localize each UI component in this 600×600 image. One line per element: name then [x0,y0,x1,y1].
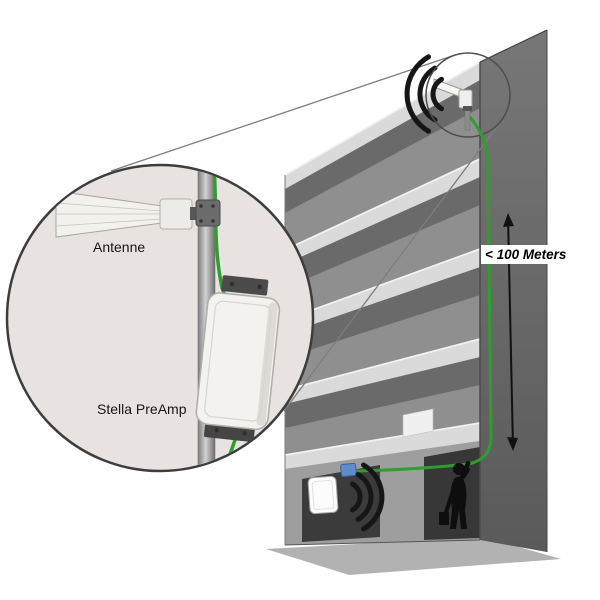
antenna-junction-box [159,198,193,230]
zoom-source-circle [425,52,511,138]
floor-slab [285,339,480,404]
bolt [242,430,247,436]
window-unit [402,408,434,438]
arrowhead-up [503,213,514,227]
callout-tangent-line-upper [110,54,456,172]
callout-tangent-line-lower [283,119,503,412]
floor-slab [285,423,480,469]
person-head [453,463,465,475]
arrowhead-down [507,437,518,451]
directional-antenna [55,190,221,238]
signal-arc [404,54,431,134]
ground-slab [266,537,561,575]
distance-label: < 100 Meters [485,247,567,262]
indoor-signal-waves-icon [350,462,385,532]
indoor-repeater [307,475,339,515]
distance-indicator: < 100 Meters [481,213,575,451]
bolt [211,204,215,208]
roof-signal-waves-icon [404,54,444,134]
preamp-label: Stella PreAmp [97,401,187,417]
bag [439,512,449,525]
person-arm-down [444,490,454,513]
signal-arc [350,481,363,513]
horn-ridge [55,218,163,227]
signal-arc [417,65,438,123]
indoor-repeater-face [311,480,335,510]
person-silhouette [439,460,471,529]
signal-arc [430,76,444,112]
distance-label-bg [481,245,575,264]
slab-highlights [284,61,481,456]
roof-bracket [463,106,472,111]
exterior-cable [355,116,493,473]
roof-antenna [433,78,473,131]
signal-arc [355,472,374,522]
person-body [450,476,467,529]
bolt [229,281,235,287]
signal-arc [361,462,385,532]
bolt [211,219,215,223]
antenna-label: Antenne [93,239,145,255]
front-bottom-edge [284,539,481,546]
preamp-unit [195,275,281,442]
bolt [199,219,203,223]
zoom-callout: Antenne Stella PreAmp [5,163,315,473]
roof-antenna-box [458,89,473,109]
building-side-wall [480,30,547,552]
preamp-face [204,300,272,422]
floor-slab [285,249,480,334]
bolt [257,284,262,290]
bolt [214,428,219,433]
callout-cable-upper [212,166,229,302]
preamp-body [195,292,281,431]
roof-edge [479,29,548,63]
indoor-unit [307,462,357,515]
floor-slab [285,159,480,264]
cable-connector [340,462,357,478]
bolt [199,204,203,208]
preamp-top-bracket [221,275,269,296]
horn-ridge [55,202,163,212]
floor-shadows [285,80,480,428]
phone [463,460,471,471]
